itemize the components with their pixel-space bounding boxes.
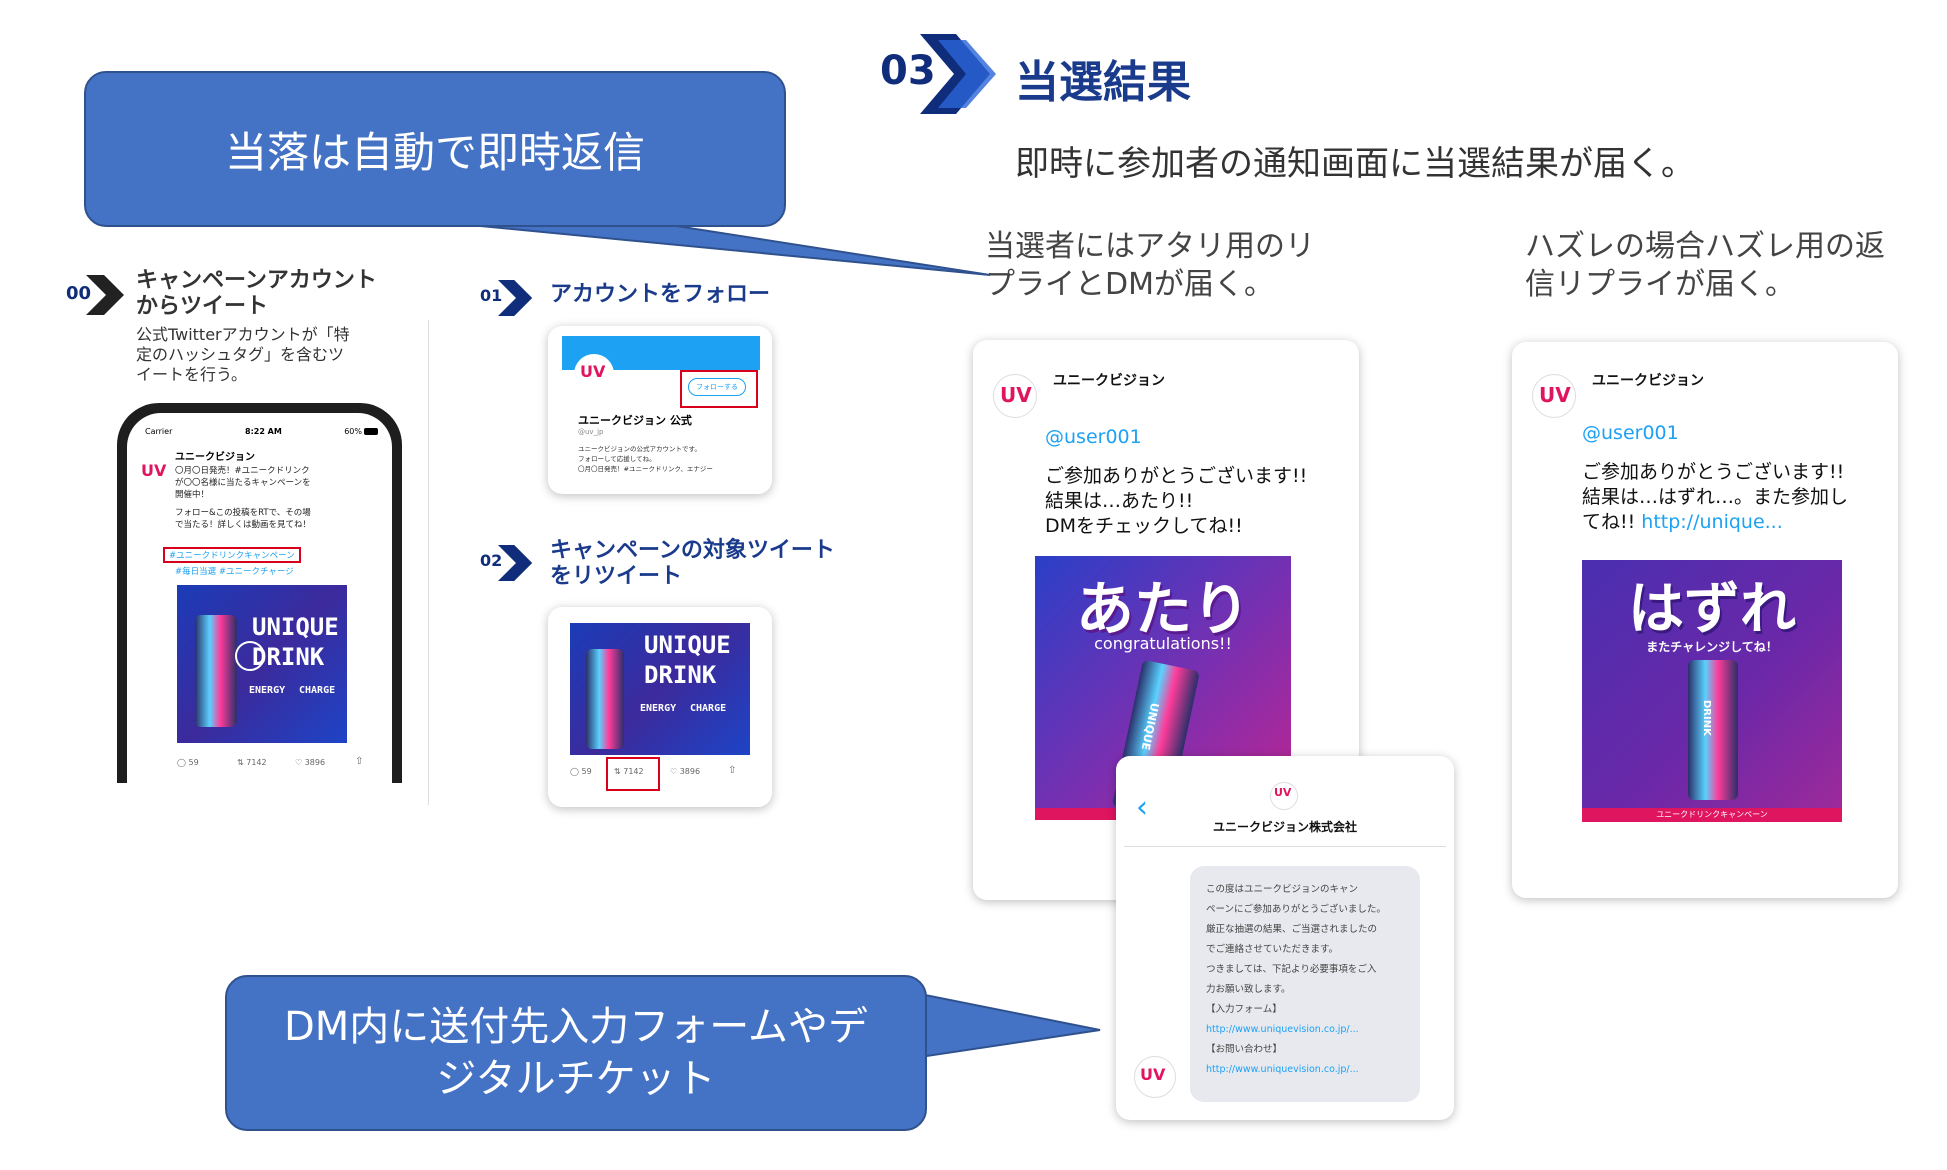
- profile-handle: @uv_jp: [578, 428, 604, 436]
- avatar: [1134, 1056, 1176, 1098]
- form-link[interactable]: http://www.uniquevision.co.jp/...: [1206, 1024, 1359, 1035]
- reply-link[interactable]: http://unique...: [1641, 511, 1783, 533]
- tweet-image: UNIQUE DRINK ENERGY CHARGE: [570, 623, 750, 755]
- loser-image: はずれ またチャレンジしてね！ DRINK ユニークドリンクキャンペーン: [1582, 560, 1842, 822]
- top-callout: 当落は自動で即時返信: [84, 71, 786, 227]
- profile-name: ユニークビジョン 公式: [578, 414, 692, 427]
- image-footer-bar: ユニークドリンクキャンペーン: [1582, 808, 1842, 822]
- like-count[interactable]: ♡ 3896: [295, 758, 326, 767]
- share-icon[interactable]: ⇧: [728, 765, 737, 776]
- uv-logo: UV: [1140, 1065, 1166, 1084]
- avatar: [1532, 374, 1576, 418]
- chevron-right-icon: [86, 275, 124, 315]
- battery-label: 60%: [344, 427, 362, 436]
- battery-icon: [364, 428, 378, 435]
- loser-reply-card: UV ユニークビジョン @user001 ご参加ありがとうございます!! 結果は…: [1512, 342, 1898, 898]
- section-03-subtitle: 即時に参加者の通知画面に当選結果が届く。: [1015, 144, 1695, 184]
- chevron-right-icon: [920, 34, 996, 114]
- clock: 8:22 AM: [245, 427, 282, 436]
- step-02-title: キャンペーンの対象ツイート をリツイート: [550, 538, 835, 589]
- follow-button[interactable]: フォローする: [688, 378, 746, 396]
- retweet-card: UNIQUE DRINK ENERGY CHARGE ◯ 59 ⇅ 7142 ♡…: [548, 607, 772, 807]
- step-01-badge: 01: [480, 280, 540, 316]
- reply-text: ご参加ありがとうございます!! 結果は…はずれ…。また参加し てね!! http…: [1582, 461, 1849, 533]
- retweet-count[interactable]: ⇅ 7142: [614, 767, 644, 776]
- reply-account: ユニークビジョン: [1592, 373, 1704, 389]
- dm-title: ユニークビジョン株式会社: [1212, 820, 1357, 834]
- dm-card: ‹ UV ユニークビジョン株式会社 この度はユニークビジョンのキャン ペーンにご…: [1116, 756, 1454, 1120]
- retweet-highlight: [606, 757, 660, 791]
- carrier-label: Carrier: [145, 427, 173, 436]
- profile-bio: ユニークビジョンの公式アカウントです。 フォローして応援してね。 〇月〇日発売！…: [578, 445, 713, 473]
- reply-text: ご参加ありがとうございます!! 結果は…あたり!! DMをチェックしてね!!: [1045, 465, 1308, 537]
- follow-profile-card: UV フォローする ユニークビジョン 公式 @uv_jp ユニークビジョンの公式…: [548, 326, 772, 494]
- follow-highlight: [680, 370, 758, 408]
- play-icon[interactable]: [235, 641, 265, 671]
- hashtag-line[interactable]: #毎日当選 #ユニークチャージ: [175, 567, 294, 577]
- bottom-callout: DM内に送付先入力フォームやデ ジタルチケット: [225, 975, 927, 1131]
- drink-can: [586, 649, 624, 749]
- loser-heading: ハズレの場合ハズレ用の返 信リプライが届く。: [1525, 229, 1885, 302]
- phone-mockup: Carrier 8:22 AM 60% UV ユニークビジョン 〇月〇日発売！#…: [117, 403, 402, 783]
- chevron-left-icon[interactable]: ‹: [1136, 790, 1148, 825]
- step-02-badge: 02: [480, 545, 540, 581]
- reply-mention[interactable]: @user001: [1045, 426, 1142, 448]
- uv-logo: UV: [1539, 383, 1571, 407]
- contact-link[interactable]: http://www.uniquevision.co.jp/...: [1206, 1064, 1359, 1075]
- chevron-right-icon: [498, 280, 533, 316]
- like-count[interactable]: ♡ 3896: [670, 767, 701, 776]
- section-03-title: 当選結果: [1015, 57, 1191, 108]
- step-00-badge: 00: [66, 275, 126, 315]
- step-01-title: アカウントをフォロー: [550, 282, 771, 307]
- avatar: [993, 374, 1037, 418]
- retweet-count[interactable]: ⇅ 7142: [237, 758, 267, 767]
- reply-account: ユニークビジョン: [1053, 373, 1165, 389]
- dm-message-text: この度はユニークビジョンのキャン ペーンにご参加ありがとうございました。 厳正な…: [1206, 880, 1386, 1080]
- dm-message-bubble: この度はユニークビジョンのキャン ペーンにご参加ありがとうございました。 厳正な…: [1190, 866, 1420, 1102]
- tweet-account: ユニークビジョン: [175, 452, 255, 463]
- uv-logo: UV: [141, 461, 167, 480]
- tweet-text: 〇月〇日発売！#ユニークドリンク が〇〇名様に当たるキャンペーンを 開催中！ フ…: [175, 466, 312, 530]
- phone-screen: Carrier 8:22 AM 60% UV ユニークビジョン 〇月〇日発売！#…: [127, 413, 392, 783]
- reply-count[interactable]: ◯ 59: [177, 758, 199, 767]
- drink-can: DRINK: [1688, 660, 1738, 800]
- avatar: [574, 354, 614, 394]
- uv-logo: UV: [1274, 786, 1292, 799]
- avatar: [1270, 782, 1298, 810]
- reply-mention[interactable]: @user001: [1582, 422, 1679, 444]
- section-03-badge: 03: [880, 34, 1000, 114]
- divider: [428, 320, 429, 805]
- section-03-number: 03: [880, 48, 936, 94]
- hashtag-highlight[interactable]: #ユニークドリンクキャンペーン: [163, 547, 301, 563]
- uv-logo: UV: [580, 362, 606, 381]
- step-00-title: キャンペーンアカウント からツイート: [136, 268, 377, 319]
- chevron-right-icon: [498, 545, 533, 581]
- step-00-text: 公式Twitterアカウントが「特 定のハッシュタグ」を含むツ イートを行う。: [136, 325, 350, 384]
- share-icon[interactable]: ⇧: [355, 756, 364, 767]
- divider: [1124, 846, 1446, 847]
- winner-heading: 当選者にはアタリ用のリ プライとDMが届く。: [985, 229, 1315, 302]
- uv-logo: UV: [1000, 383, 1032, 407]
- tweet-video-thumbnail[interactable]: UNIQUE DRINK ENERGY CHARGE: [177, 585, 347, 743]
- reply-count[interactable]: ◯ 59: [570, 767, 592, 776]
- drink-can: [195, 615, 237, 727]
